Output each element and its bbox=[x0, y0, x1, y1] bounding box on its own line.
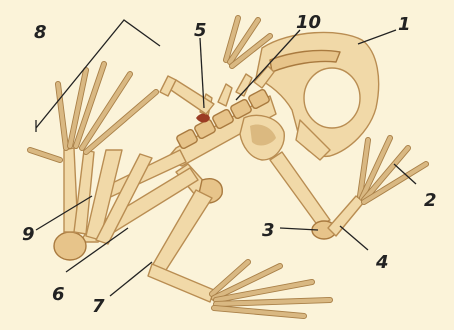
label-2: 2 bbox=[424, 190, 437, 211]
label-4: 4 bbox=[375, 252, 389, 273]
label-6: 6 bbox=[52, 284, 65, 305]
label-1: 1 bbox=[398, 14, 411, 35]
label-9: 9 bbox=[22, 224, 35, 245]
label-8: 8 bbox=[34, 22, 47, 43]
label-10: 10 bbox=[296, 12, 321, 33]
label-3: 3 bbox=[262, 220, 275, 241]
label-5: 5 bbox=[194, 20, 207, 41]
label-7: 7 bbox=[92, 296, 105, 317]
